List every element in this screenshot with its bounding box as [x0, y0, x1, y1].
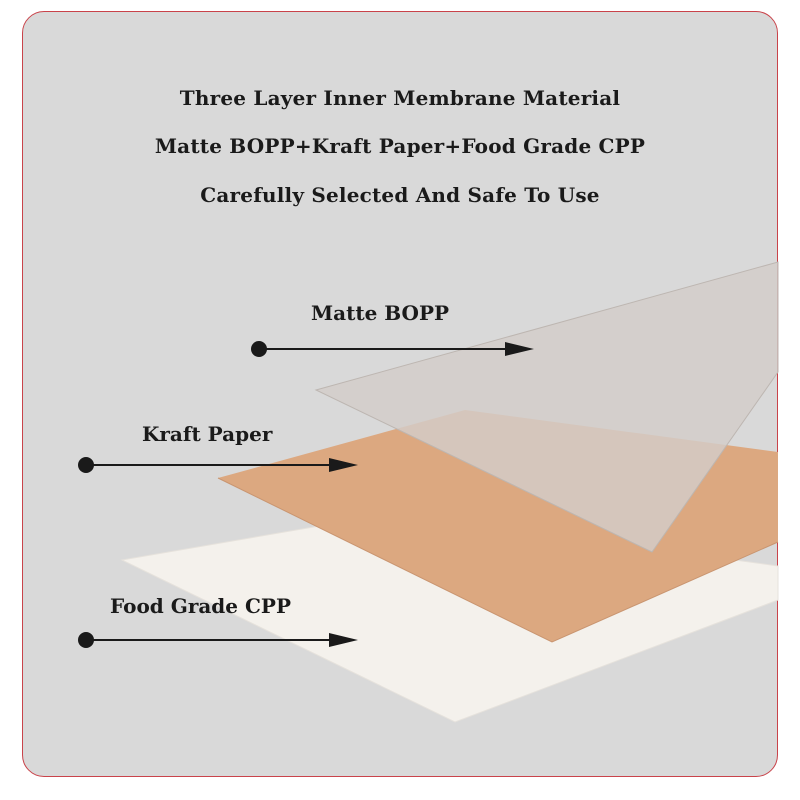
bopp-callout-arrow-icon [251, 341, 534, 357]
label-matte-bopp: Matte BOPP [311, 301, 450, 325]
label-kraft-paper: Kraft Paper [142, 422, 273, 446]
bopp-sheet [314, 261, 779, 553]
kraft-callout-arrow-icon [78, 457, 358, 473]
title-line-2: Matte BOPP+Kraft Paper+Food Grade CPP [154, 134, 646, 158]
label-food-grade-cpp: Food Grade CPP [110, 594, 291, 618]
cpp-callout-arrow-icon [78, 632, 358, 648]
title-line-1: Three Layer Inner Membrane Material [179, 86, 621, 110]
title-line-3: Carefully Selected And Safe To Use [200, 183, 600, 207]
